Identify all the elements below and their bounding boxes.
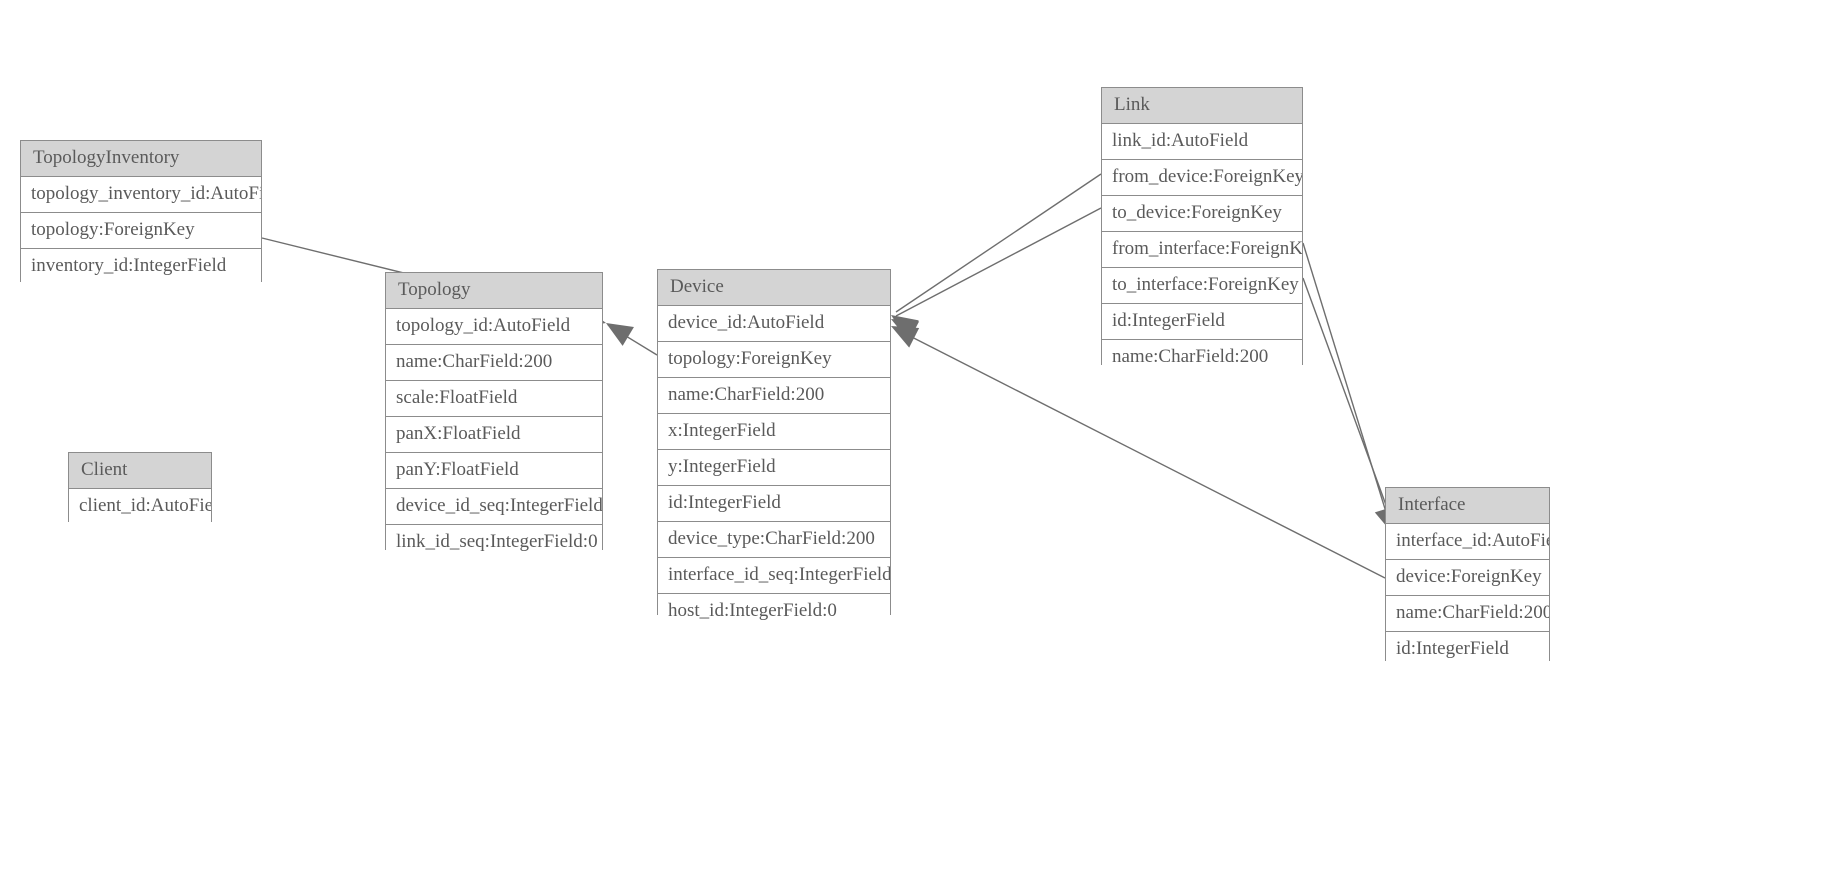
entity-title-interface: Interface xyxy=(1386,488,1549,524)
entity-field: device_id_seq:IntegerField:0 xyxy=(386,489,602,525)
entity-field: host_id:IntegerField:0 xyxy=(658,594,890,629)
relationship-line xyxy=(895,173,1102,313)
entity-field: panX:FloatField xyxy=(386,417,602,453)
relationship-arrowhead-icon xyxy=(606,323,634,346)
relationship-line xyxy=(607,324,658,356)
entity-field: x:IntegerField xyxy=(658,414,890,450)
entity-field: name:CharField:200 xyxy=(1386,596,1549,632)
entity-field: id:IntegerField xyxy=(1102,304,1302,340)
entity-title-device: Device xyxy=(658,270,890,306)
entity-field: interface_id:AutoField xyxy=(1386,524,1549,560)
entity-field: from_interface:ForeignKey xyxy=(1102,232,1302,268)
entity-interface[interactable]: Interfaceinterface_id:AutoFielddevice:Fo… xyxy=(1385,487,1550,667)
entity-field: link_id_seq:IntegerField:0 xyxy=(386,525,602,560)
relationship-line xyxy=(1302,277,1395,528)
entity-title-client: Client xyxy=(69,453,211,489)
entity-field: topology_id:AutoField xyxy=(386,309,602,345)
entity-field: device_type:CharField:200 xyxy=(658,522,890,558)
relationship-line xyxy=(1302,242,1391,526)
entity-field: name:CharField:200 xyxy=(1102,340,1302,375)
entity-title-link: Link xyxy=(1102,88,1302,124)
entity-field: id:IntegerField xyxy=(1386,632,1549,667)
entity-field: from_device:ForeignKey xyxy=(1102,160,1302,196)
entity-field: link_id:AutoField xyxy=(1102,124,1302,160)
entity-field: scale:FloatField xyxy=(386,381,602,417)
entity-field: name:CharField:200 xyxy=(658,378,890,414)
entity-field: y:IntegerField xyxy=(658,450,890,486)
entity-title-topology_inventory: TopologyInventory xyxy=(21,141,261,177)
entity-field: client_id:AutoField xyxy=(69,489,211,524)
rel-link-to-device xyxy=(891,207,1102,341)
entity-field: device:ForeignKey xyxy=(1386,560,1549,596)
entity-field: name:CharField:200 xyxy=(386,345,602,381)
entity-field: interface_id_seq:IntegerField:0 xyxy=(658,558,890,594)
entity-field: topology_inventory_id:AutoField xyxy=(21,177,261,213)
entity-field: to_interface:ForeignKey xyxy=(1102,268,1302,304)
entity-field: to_device:ForeignKey xyxy=(1102,196,1302,232)
relationship-line xyxy=(895,207,1102,317)
entity-field: topology:ForeignKey xyxy=(658,342,890,378)
rel-link-from-device xyxy=(891,173,1102,339)
entity-field: device_id:AutoField xyxy=(658,306,890,342)
entity-field: inventory_id:IntegerField xyxy=(21,249,261,284)
rel-device-topology xyxy=(606,323,658,356)
entity-field: topology:ForeignKey xyxy=(21,213,261,249)
entity-field: id:IntegerField xyxy=(658,486,890,522)
entity-title-topology: Topology xyxy=(386,273,602,309)
entity-field: panY:FloatField xyxy=(386,453,602,489)
